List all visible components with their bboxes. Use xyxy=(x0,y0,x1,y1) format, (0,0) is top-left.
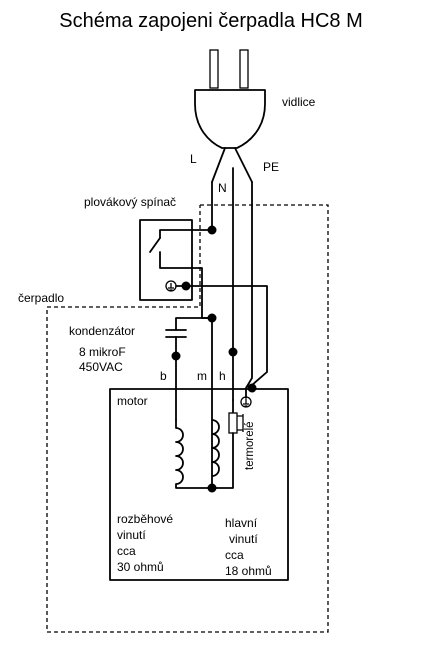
start-winding-line-1: rozběhové xyxy=(117,512,173,526)
plug-pin-left xyxy=(209,49,219,89)
float-switch-out xyxy=(159,251,203,319)
main-winding-line-3: cca xyxy=(225,548,244,562)
float-switch-contact xyxy=(159,229,213,239)
start-winding-line-4: 30 ohmů xyxy=(117,560,164,574)
float-switch-earth-junction xyxy=(181,281,191,291)
plug-cable-left xyxy=(211,147,226,183)
pump-enclosure xyxy=(46,204,329,633)
neutral-junction xyxy=(228,347,238,357)
motor-box xyxy=(109,388,289,581)
live-bus xyxy=(201,317,213,487)
wire-earth xyxy=(245,181,253,399)
plug-label: vidlice xyxy=(282,95,316,109)
terminal-b-label: b xyxy=(160,369,167,383)
main-winding-coil xyxy=(211,419,220,477)
main-winding-line-2: vinutí xyxy=(229,532,258,546)
thermal-contact xyxy=(237,414,244,432)
plug-cable-right xyxy=(234,147,253,183)
live-junction xyxy=(207,225,217,235)
pump-label: čerpadlo xyxy=(18,291,64,305)
winding-common-junction xyxy=(207,483,217,493)
float-switch-ground-mark xyxy=(168,283,174,291)
capacitor-label: kondenzátor xyxy=(69,324,135,338)
float-switch-label: plovákový spínač xyxy=(84,195,176,209)
terminal-m-label: m xyxy=(197,369,207,383)
thermal-protector xyxy=(228,412,238,434)
capacitor-value: 8 mikroF xyxy=(79,345,126,359)
neutral-label: N xyxy=(218,181,227,195)
plug-symbol xyxy=(194,49,266,149)
float-switch-earth-wire xyxy=(175,285,268,386)
capacitor-feed xyxy=(175,317,213,331)
start-winding-coil xyxy=(175,419,213,489)
plug-pin-right xyxy=(239,49,249,89)
page-title: Schéma zapojeni čerpadla HC8 M xyxy=(59,10,363,32)
earth-label: PE xyxy=(263,160,279,174)
main-winding-line-4: 18 ohmů xyxy=(225,564,272,578)
start-winding-line-2: vinutí xyxy=(117,528,146,542)
plug-body xyxy=(194,89,266,149)
thermal-label: termorelé xyxy=(244,421,256,470)
motor-earth-junction xyxy=(247,383,257,393)
start-winding-line-3: cca xyxy=(117,544,136,558)
motor-earth-mark xyxy=(243,399,249,407)
terminal-h-label: h xyxy=(219,369,226,383)
live-label: L xyxy=(190,152,197,166)
main-winding-return xyxy=(211,432,234,489)
float-switch-box xyxy=(139,219,193,301)
motor-earth-ring xyxy=(240,396,252,408)
float-switch-lever xyxy=(149,237,161,253)
capacitor-voltage: 450VAC xyxy=(79,360,123,374)
main-winding-line-1: hlavní xyxy=(225,516,258,530)
motor-label: motor xyxy=(117,394,148,408)
capacitor-junction xyxy=(171,351,181,361)
